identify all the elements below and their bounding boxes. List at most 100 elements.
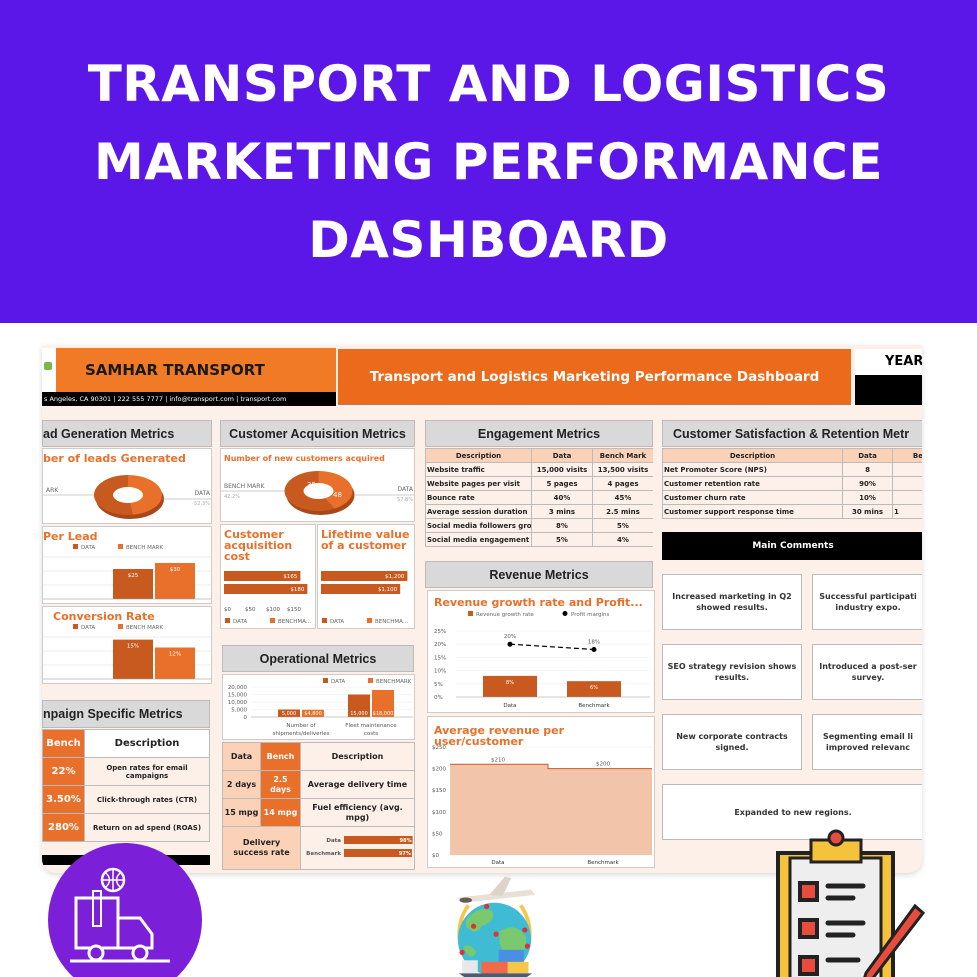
category-label: Number of [286, 723, 316, 729]
delivery-label: Delivery success rate [222, 826, 301, 870]
profit-point [507, 641, 513, 647]
description: Return on ad spend (ROAS) [84, 813, 210, 842]
legend-label: BENCH MARK [126, 625, 163, 631]
tick-label: 0 [244, 715, 248, 721]
tick-label: 15,000 [228, 693, 248, 699]
point-label: 20% [504, 634, 516, 640]
legend-swatch [368, 678, 373, 683]
tick-label: $0 [432, 853, 439, 859]
revenue-header: Revenue Metrics [425, 561, 653, 588]
bar-label: 5,000 [282, 711, 296, 717]
donut-hole [113, 487, 143, 503]
legend-swatch [323, 678, 328, 683]
table-cell: 1 [892, 504, 922, 519]
logo [42, 348, 56, 392]
bench-value: 2.5 days [260, 770, 301, 799]
col-benchmark: Bench Mark [592, 448, 653, 463]
arpu-chart: Average revenue per user/customer $250$2… [427, 716, 655, 868]
lead-gen-header: ad Generation Metrics [42, 420, 212, 447]
bar [344, 836, 413, 844]
table-cell [892, 490, 922, 505]
bar [567, 681, 621, 697]
legend-label: Revenue growth rate [476, 612, 534, 618]
legend-label: DATA [331, 679, 345, 685]
tick-label: $150 [287, 607, 301, 613]
bar [321, 571, 408, 581]
table-cell: Customer retention rate [662, 476, 843, 491]
table-cell: 15,000 visits [531, 462, 593, 477]
leads-title: ber of leads Generated [43, 452, 186, 465]
table-cell: 30 mins [842, 504, 893, 519]
col-description: Description [300, 742, 415, 771]
year-value[interactable] [855, 375, 922, 405]
satisfaction-table: DescriptionDataBencNet Promoter Score (N… [662, 448, 922, 519]
bar-label: 97% [399, 851, 411, 857]
legend-label: DATA [81, 625, 95, 631]
table-row: 3.50%Click-through rates (CTR) [42, 785, 210, 814]
tick-label: $100 [266, 607, 280, 613]
tick-label: 0% [434, 695, 443, 701]
tick-label: $50 [432, 831, 443, 837]
banner: TRANSPORT AND LOGISTICS MARKETING PERFOR… [0, 0, 977, 323]
bar [302, 709, 324, 717]
revenue-growth-chart: Revenue growth rate and Profit... Revenu… [427, 590, 655, 713]
bar [155, 563, 195, 599]
cac-chart: Customer acquisition cost $165$180$0$50$… [220, 524, 316, 629]
legend-label: DATA [330, 619, 344, 625]
data-value: 2 days [222, 770, 261, 799]
table-cell: 45% [592, 490, 653, 505]
donut-hole [303, 483, 334, 499]
table-row: 280%Return on ad spend (ROAS) [42, 813, 210, 842]
data-value: 15 mpg [222, 798, 261, 827]
table-cell: 4% [592, 532, 653, 547]
tick-label: $100 [432, 810, 446, 816]
category-label: Data [491, 860, 504, 866]
category-label: Data [503, 703, 516, 709]
new-customers-title: Number of new customers acquired [224, 454, 385, 463]
comment-card: SEO strategy revision shows results. [662, 644, 802, 700]
cac-title: Customer acquisition cost [224, 528, 293, 563]
tick-label: $200 [432, 767, 446, 773]
table-row: 22%Open rates for email campaigns [42, 757, 210, 786]
table-cell: 5% [531, 532, 593, 547]
legend-label: DATA [81, 545, 95, 551]
category-label: Benchmark [306, 851, 341, 857]
description: Click-through rates (CTR) [84, 785, 210, 814]
bar-label: $25 [128, 573, 139, 579]
slice-percent: 42.2% [224, 494, 240, 500]
checklist-clipboard-icon [776, 829, 926, 977]
comments-header: Main Comments [662, 532, 922, 560]
table-cell: 3 mins [531, 504, 593, 519]
legend-swatch [468, 611, 473, 616]
slice-value: 48 [333, 491, 342, 499]
bar [113, 639, 153, 679]
bar-label: $30 [170, 567, 181, 573]
legend-label: BENCHMA... [278, 619, 311, 625]
table-cell: 5% [592, 518, 653, 533]
legend-label: Profit margins [571, 612, 609, 618]
bench-value: 22% [42, 757, 85, 786]
arpu-title: Average revenue per user/customer [434, 724, 564, 748]
bar-label: $4,800 [304, 711, 322, 717]
bar [372, 690, 394, 717]
bar-label: 6% [590, 685, 598, 691]
bench-value: 3.50% [42, 785, 85, 814]
cpl-title: Per Lead [43, 530, 98, 543]
comment-card: Segmenting email li improved relevanc [812, 714, 922, 770]
campaign-col-bench: Bench [42, 729, 85, 758]
tick-label: 15% [434, 655, 446, 661]
ltv-title: Lifetime value of a customer [321, 528, 410, 552]
tick-label: 20,000 [228, 685, 248, 691]
tick-label: 20% [434, 642, 446, 648]
contact-strip: s Angeles, CA 90301 | 222 555 7777 | inf… [42, 392, 336, 406]
dashboard-screenshot: SAMHAR TRANSPORT s Angeles, CA 90301 | 2… [42, 345, 922, 873]
